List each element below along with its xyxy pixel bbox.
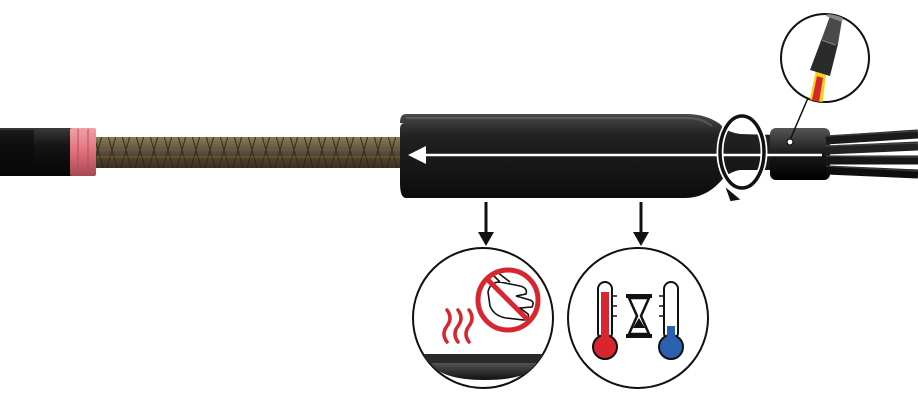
arrow-down-icon-right xyxy=(633,202,649,246)
arrow-down-icon-left xyxy=(478,202,494,246)
thermometer-hourglass-icon xyxy=(567,247,709,389)
cable-jacket xyxy=(0,128,72,176)
callout-leader-line xyxy=(789,97,809,141)
torch-callout xyxy=(780,13,870,103)
arrow-left-icon xyxy=(408,146,822,164)
pink-sealing-band xyxy=(70,128,96,176)
rotate-arrow-icon xyxy=(716,112,768,203)
thermometer-hot-icon xyxy=(592,281,618,360)
thermometer-cold-icon xyxy=(658,281,684,360)
hourglass-icon xyxy=(626,294,652,338)
callout-anchor-dot xyxy=(786,138,794,146)
braided-shield xyxy=(96,137,404,168)
no-touch-hot-surface-icon xyxy=(412,247,554,389)
